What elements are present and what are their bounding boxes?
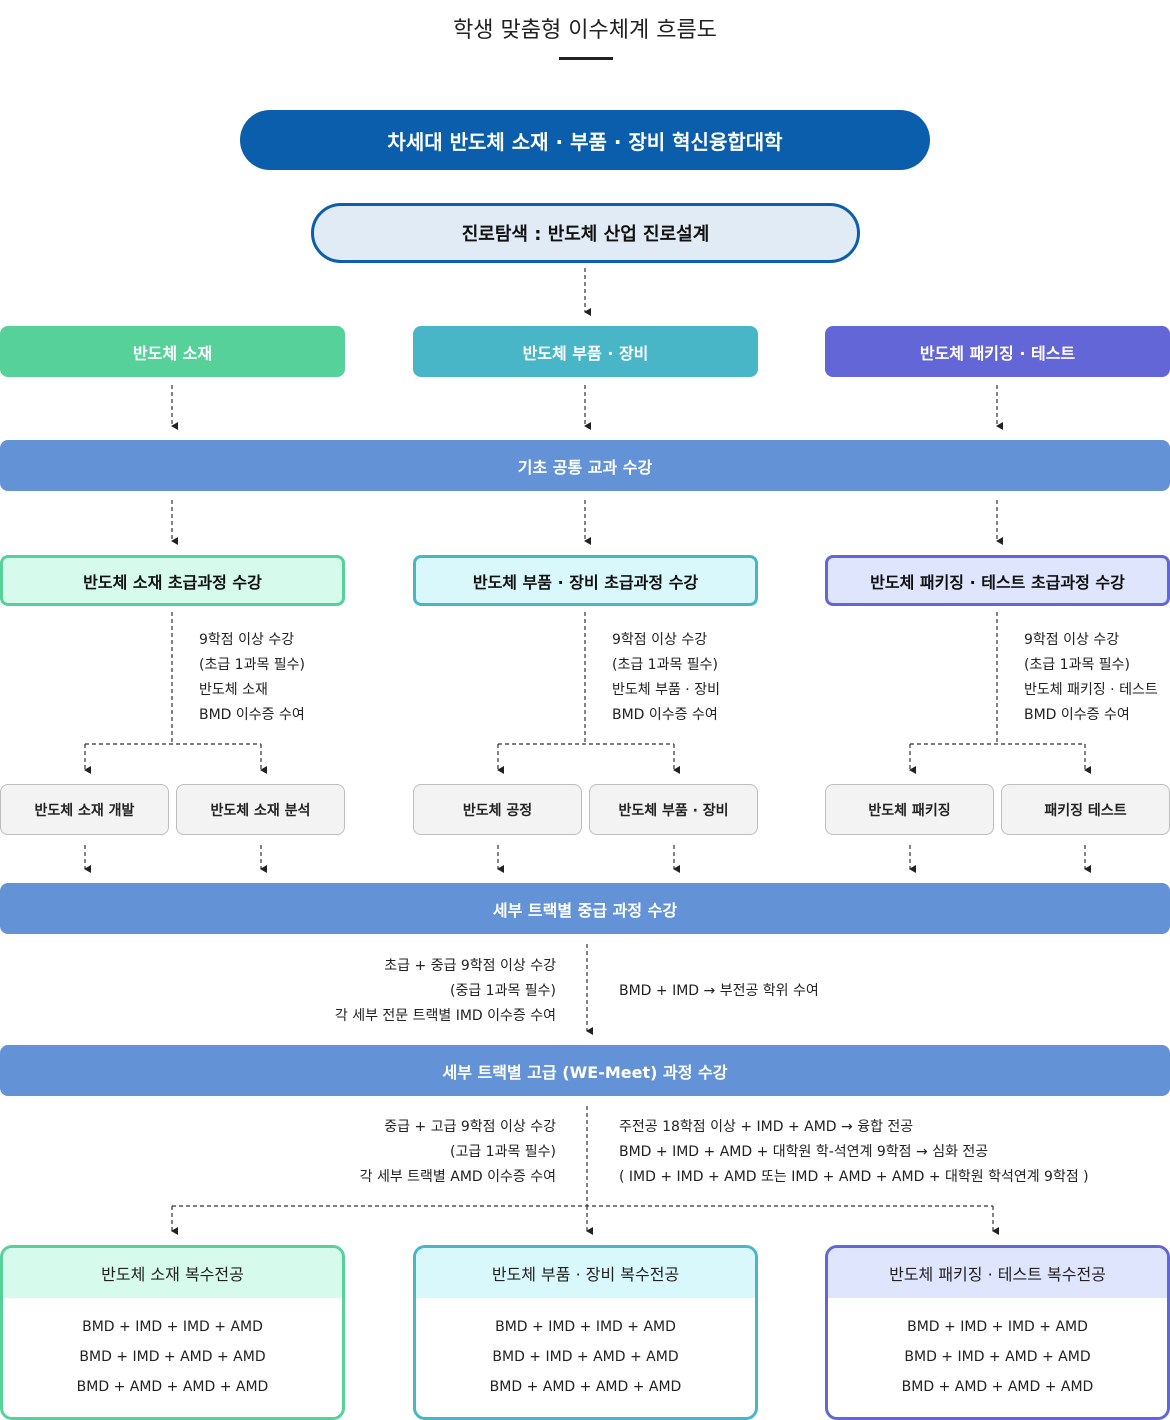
combo-line: BMD + IMD + IMD + AMD: [82, 1319, 263, 1335]
note-line: (중급 1과목 필수): [449, 983, 556, 999]
beginner-material-notes: 9학점 이상 수강 (초급 1과목 필수) 반도체 소재 BMD 이수증 수여: [199, 628, 305, 728]
category-equipment: 반도체 부품 · 장비: [413, 326, 758, 377]
note-line: 반도체 패키징 · 테스트: [1024, 682, 1158, 698]
note-line: ( IMD + IMD + AMD 또는 IMD + AMD + AMD + 대…: [619, 1169, 1089, 1185]
combo-line: BMD + IMD + IMD + AMD: [907, 1319, 1088, 1335]
intermediate-band: 세부 트랙별 중급 과정 수강: [0, 883, 1170, 934]
major-equipment: 반도체 부품 · 장비 복수전공 BMD + IMD + IMD + AMD B…: [413, 1245, 758, 1420]
major-title: 반도체 패키징 · 테스트 복수전공: [828, 1248, 1167, 1298]
note-line: 중급 + 고급 9학점 이상 수강: [384, 1119, 556, 1135]
major-title: 반도체 소재 복수전공: [3, 1248, 342, 1298]
advanced-right-notes: 주전공 18학점 이상 + IMD + AMD → 융합 전공 BMD + IM…: [619, 1115, 1089, 1190]
note-line: 각 세부 전문 트랙별 IMD 이수증 수여: [334, 1008, 556, 1024]
subtrack-parts-equipment: 반도체 부품 · 장비: [589, 784, 758, 835]
beginner-material: 반도체 소재 초급과정 수강: [0, 555, 345, 606]
category-packaging: 반도체 패키징 · 테스트: [825, 326, 1170, 377]
major-combos: BMD + IMD + IMD + AMD BMD + IMD + AMD + …: [828, 1298, 1167, 1402]
page-title: 학생 맞춤형 이수체계 흐름도: [453, 18, 717, 43]
combo-line: BMD + AMD + AMD + AMD: [489, 1379, 682, 1395]
major-combos: BMD + IMD + IMD + AMD BMD + IMD + AMD + …: [3, 1298, 342, 1402]
note-line: (고급 1과목 필수): [449, 1144, 556, 1160]
major-material: 반도체 소재 복수전공 BMD + IMD + IMD + AMD BMD + …: [0, 1245, 345, 1420]
combo-line: BMD + AMD + AMD + AMD: [901, 1379, 1094, 1395]
advanced-band: 세부 트랙별 고급 (WE-Meet) 과정 수강: [0, 1045, 1170, 1096]
subtrack-material-analysis: 반도체 소재 분석: [176, 784, 345, 835]
subtrack-packaging: 반도체 패키징: [825, 784, 994, 835]
note-line: 주전공 18학점 이상 + IMD + AMD → 융합 전공: [619, 1119, 914, 1135]
beginner-equipment-notes: 9학점 이상 수강 (초급 1과목 필수) 반도체 부품 · 장비 BMD 이수…: [612, 628, 720, 728]
category-material: 반도체 소재: [0, 326, 345, 377]
beginner-equipment: 반도체 부품 · 장비 초급과정 수강: [413, 555, 758, 606]
major-packaging: 반도체 패키징 · 테스트 복수전공 BMD + IMD + IMD + AMD…: [825, 1245, 1170, 1420]
beginner-packaging: 반도체 패키징 · 테스트 초급과정 수강: [825, 555, 1170, 606]
major-title: 반도체 부품 · 장비 복수전공: [416, 1248, 755, 1298]
note-line: BMD 이수증 수여: [199, 707, 305, 723]
major-combos: BMD + IMD + IMD + AMD BMD + IMD + AMD + …: [416, 1298, 755, 1402]
basic-common-band: 기초 공통 교과 수강: [0, 440, 1170, 491]
combo-line: BMD + IMD + IMD + AMD: [495, 1319, 676, 1335]
subtrack-material-development: 반도체 소재 개발: [0, 784, 169, 835]
note-line: (초급 1과목 필수): [1024, 657, 1131, 673]
note-line: BMD 이수증 수여: [612, 707, 718, 723]
note-line: 각 세부 트랙별 AMD 이수증 수여: [359, 1169, 556, 1185]
combo-line: BMD + IMD + AMD + AMD: [492, 1349, 679, 1365]
university-banner: 차세대 반도체 소재 · 부품 · 장비 혁신융합대학: [240, 110, 930, 170]
subtrack-packaging-test: 패키징 테스트: [1001, 784, 1170, 835]
advanced-left-notes: 중급 + 고급 9학점 이상 수강 (고급 1과목 필수) 각 세부 트랙별 A…: [360, 1115, 556, 1190]
beginner-packaging-notes: 9학점 이상 수강 (초급 1과목 필수) 반도체 패키징 · 테스트 BMD …: [1024, 628, 1158, 728]
subtrack-process: 반도체 공정: [413, 784, 582, 835]
intermediate-right-note: BMD + IMD → 부전공 학위 수여: [619, 983, 819, 999]
note-line: 반도체 부품 · 장비: [612, 682, 720, 698]
note-line: (초급 1과목 필수): [199, 657, 306, 673]
note-line: 9학점 이상 수강: [199, 632, 295, 648]
title-underline: [559, 57, 613, 60]
combo-line: BMD + IMD + AMD + AMD: [79, 1349, 266, 1365]
combo-line: BMD + IMD + AMD + AMD: [904, 1349, 1091, 1365]
note-line: 9학점 이상 수강: [612, 632, 708, 648]
intermediate-left-notes: 초급 + 중급 9학점 이상 수강 (중급 1과목 필수) 각 세부 전문 트랙…: [335, 954, 556, 1029]
note-line: 초급 + 중급 9학점 이상 수강: [384, 958, 556, 974]
career-exploration: 진로탐색 : 반도체 산업 진로설계: [311, 203, 860, 263]
combo-line: BMD + AMD + AMD + AMD: [76, 1379, 269, 1395]
note-line: (초급 1과목 필수): [612, 657, 719, 673]
note-line: BMD + IMD + AMD + 대학원 학-석연계 9학점 → 심화 전공: [619, 1144, 989, 1160]
note-line: 9학점 이상 수강: [1024, 632, 1120, 648]
note-line: BMD 이수증 수여: [1024, 707, 1130, 723]
note-line: 반도체 소재: [199, 682, 268, 698]
